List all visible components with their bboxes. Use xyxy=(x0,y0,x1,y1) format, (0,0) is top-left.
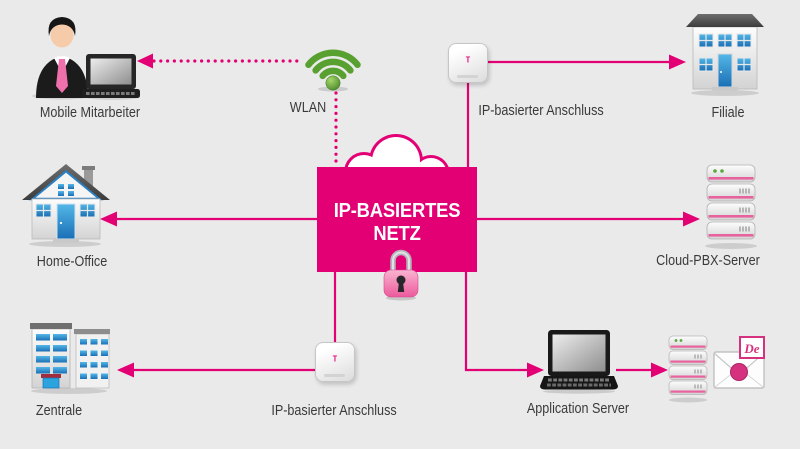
server-stack-icon xyxy=(705,164,757,249)
telekom-logo-mark: T xyxy=(465,55,471,65)
building-windows xyxy=(698,33,752,72)
node-de-mail-server: De xyxy=(668,334,768,411)
router-icon: T xyxy=(448,43,488,83)
label-ip-anschluss-bottom: IP-basierter Anschluss xyxy=(271,402,397,419)
ip-netz-box: IP-BASIERTES NETZ xyxy=(317,167,477,272)
wifi-icon xyxy=(305,49,361,92)
label-cloud-pbx-server: Cloud-PBX-Server xyxy=(656,252,760,269)
node-filiale xyxy=(682,11,768,102)
label-mobile-mitarbeiter: Mobile Mitarbeiter xyxy=(39,104,141,121)
wax-seal xyxy=(730,363,748,381)
node-home-office xyxy=(20,158,112,253)
person-face xyxy=(50,22,74,48)
building-door xyxy=(717,53,733,88)
arrowhead-right xyxy=(651,362,668,378)
label-home-office: Home-Office xyxy=(36,253,108,270)
connector-application-server-to-demail xyxy=(616,362,668,378)
label-wlan: WLAN xyxy=(289,99,327,116)
house-door xyxy=(56,203,76,240)
label-zentrale: Zentrale xyxy=(35,402,83,419)
arrowhead-left xyxy=(117,362,134,378)
small-server-stack xyxy=(668,335,708,395)
connector-wlan-to-mobile-dotted xyxy=(137,53,305,69)
house-windows xyxy=(35,203,96,218)
office-buildings-icon xyxy=(30,323,110,394)
router-icon: T xyxy=(315,342,355,382)
office-building-icon xyxy=(686,14,764,96)
laptop-icon xyxy=(540,330,618,394)
gable-windows xyxy=(58,184,74,196)
lock-body xyxy=(383,269,419,298)
label-application-server: Application Server xyxy=(526,400,630,417)
building-roof xyxy=(686,14,764,27)
node-mobile-mitarbeiter xyxy=(28,12,140,105)
building-door xyxy=(42,377,60,389)
node-wlan xyxy=(302,34,364,97)
lock-keyhole xyxy=(397,282,405,292)
connector-anschluss-top-to-filiale xyxy=(486,54,686,70)
small-laptop xyxy=(82,54,140,98)
node-zentrale xyxy=(24,315,114,400)
node-application-server xyxy=(540,330,618,399)
server-units xyxy=(706,164,756,240)
connector-netz-to-cloud-pbx xyxy=(477,211,700,227)
node-cloud-pbx-server xyxy=(704,164,758,255)
house-roof xyxy=(22,164,110,200)
house-icon xyxy=(22,164,110,247)
de-badge: De xyxy=(739,336,765,359)
business-person-laptop-icon xyxy=(32,17,140,100)
router-stripe xyxy=(457,75,478,78)
laptop-base xyxy=(540,376,618,390)
pink-tie xyxy=(56,59,68,93)
router-stripe xyxy=(324,374,345,377)
connector-anschluss-bottom-to-zentrale xyxy=(117,362,315,378)
ip-netz-title-line1: IP-BASIERTES xyxy=(333,200,461,222)
de-mail-envelope: De xyxy=(713,336,765,389)
ip-netz-title-line2: NETZ xyxy=(373,223,421,245)
person-hair xyxy=(48,17,76,36)
building-right xyxy=(74,329,110,389)
label-ip-anschluss-top: IP-basierter Anschluss xyxy=(478,102,604,119)
connector-netz-to-application-server xyxy=(464,272,544,378)
arrowhead-right xyxy=(683,211,700,227)
label-filiale: Filiale xyxy=(711,104,745,121)
connector-netz-to-home-office xyxy=(100,211,317,227)
building-left xyxy=(30,323,72,389)
de-badge-text: De xyxy=(743,341,759,356)
telekom-logo-mark: T xyxy=(332,354,338,364)
server-mail-icon: De xyxy=(668,335,765,403)
